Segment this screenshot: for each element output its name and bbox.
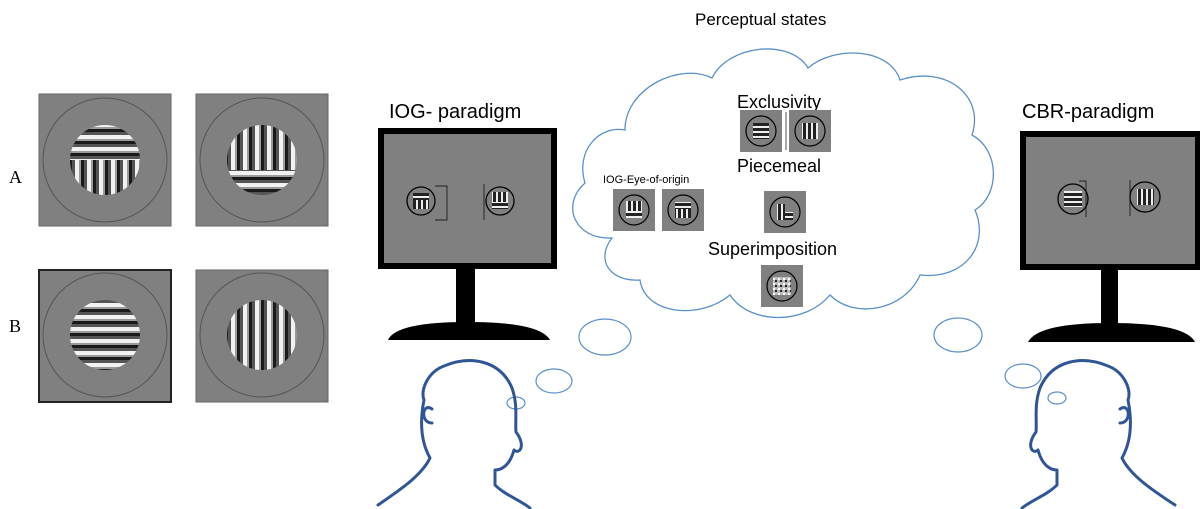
iog-paradigm-title: IOG- paradigm [389, 101, 521, 123]
iog-monitor [378, 128, 557, 340]
state-exclusivity-label: Exclusivity [737, 92, 821, 112]
stimulus-b-left [38, 269, 172, 403]
superimposition-stimulus [761, 265, 803, 307]
stimulus-a-right [195, 93, 329, 227]
state-superimposition-label: Superimposition [708, 239, 837, 259]
iog-eye-of-origin-stimuli [613, 189, 704, 231]
state-iog-eye-of-origin-label: IOG-Eye-of-origin [603, 174, 689, 186]
perceptual-states-title: Perceptual states [695, 10, 826, 29]
cbr-paradigm-title: CBR-paradigm [1022, 101, 1154, 123]
cbr-monitor-stimulus-left [1057, 180, 1089, 217]
observer-head-right [1020, 359, 1177, 509]
cbr-monitor [1020, 131, 1200, 342]
state-piecemeal-label: Piecemeal [737, 156, 821, 176]
iog-monitor-stimulus-left [406, 185, 448, 221]
cbr-monitor-stimulus-right [1129, 180, 1161, 216]
observer-head-left [376, 359, 532, 509]
row-label-a: A [9, 167, 22, 187]
iog-monitor-stimulus-right [483, 184, 515, 220]
stimulus-b-right [195, 269, 329, 403]
stimulus-a-left [38, 93, 172, 227]
piecemeal-stimulus [764, 191, 806, 233]
row-label-b: B [9, 316, 21, 336]
exclusivity-stimuli [740, 110, 831, 152]
